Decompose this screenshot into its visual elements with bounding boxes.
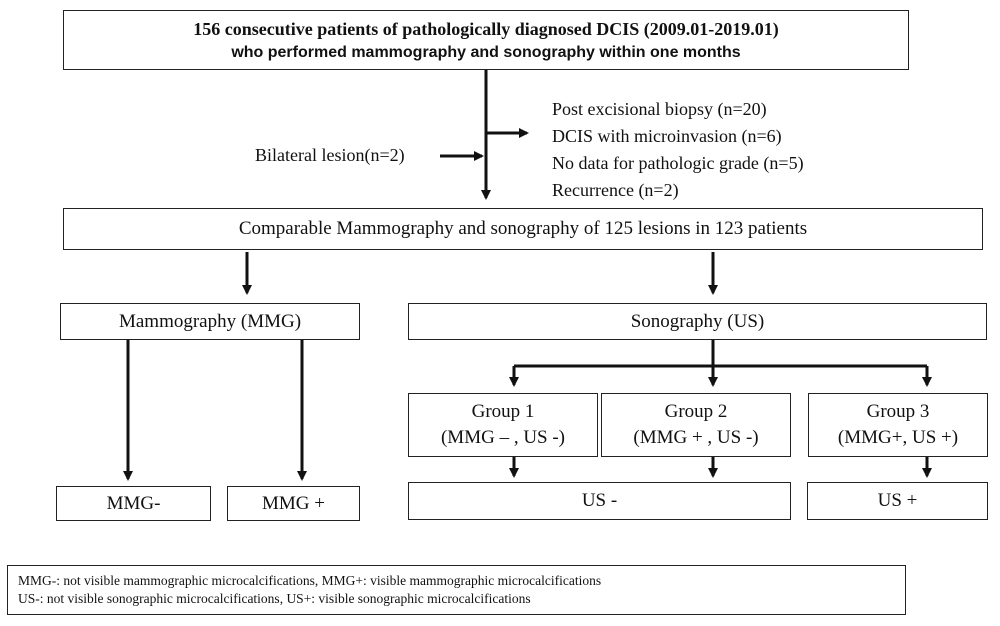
group-3-sub: (MMG+, US +) [837, 427, 959, 448]
group-3-title: Group 3 [866, 401, 930, 422]
us-box: Sonography (US) [408, 303, 987, 340]
us-neg-label: US - [581, 490, 618, 511]
cohort-box: 156 consecutive patients of pathological… [63, 10, 909, 70]
mmg-label: Mammography (MMG) [118, 310, 302, 332]
mmg-neg-box: MMG- [56, 486, 211, 521]
us-pos-box: US + [807, 482, 988, 520]
us-pos-label: US + [877, 490, 918, 511]
comparable-label: Comparable Mammography and sonography of… [238, 218, 808, 239]
group-1-box: Group 1 (MMG – , US -) [408, 393, 598, 457]
cohort-line-2: who performed mammography and sonography… [231, 43, 741, 61]
exclusion-item: DCIS with microinvasion (n=6) [552, 126, 782, 146]
us-label: Sonography (US) [630, 310, 765, 332]
comparable-box: Comparable Mammography and sonography of… [63, 208, 983, 250]
group-1-title: Group 1 [471, 401, 535, 422]
group-2-box: Group 2 (MMG + , US -) [601, 393, 791, 457]
mmg-neg-label: MMG- [106, 492, 161, 514]
group-1-sub: (MMG – , US -) [440, 427, 566, 448]
exclusion-item: No data for pathologic grade (n=5) [552, 153, 804, 173]
group-2-sub: (MMG + , US -) [633, 427, 759, 448]
bilateral-label: Bilateral lesion(n=2) [255, 145, 405, 165]
legend-line-2: US-: not visible sonographic microcalcif… [18, 591, 531, 606]
legend-line-1: MMG-: not visible mammographic microcalc… [18, 573, 602, 588]
us-neg-box: US - [408, 482, 791, 520]
mmg-pos-box: MMG + [227, 486, 360, 521]
cohort-line-1: 156 consecutive patients of pathological… [193, 18, 779, 39]
mmg-pos-label: MMG + [262, 492, 325, 514]
mmg-box: Mammography (MMG) [60, 303, 360, 340]
group-3-box: Group 3 (MMG+, US +) [808, 393, 988, 457]
legend-box: MMG-: not visible mammographic microcalc… [7, 565, 906, 615]
exclusion-item: Recurrence (n=2) [552, 180, 679, 200]
exclusion-list: Post excisional biopsy (n=20) DCIS with … [552, 96, 804, 204]
exclusion-item: Post excisional biopsy (n=20) [552, 99, 767, 119]
group-2-title: Group 2 [664, 401, 728, 422]
